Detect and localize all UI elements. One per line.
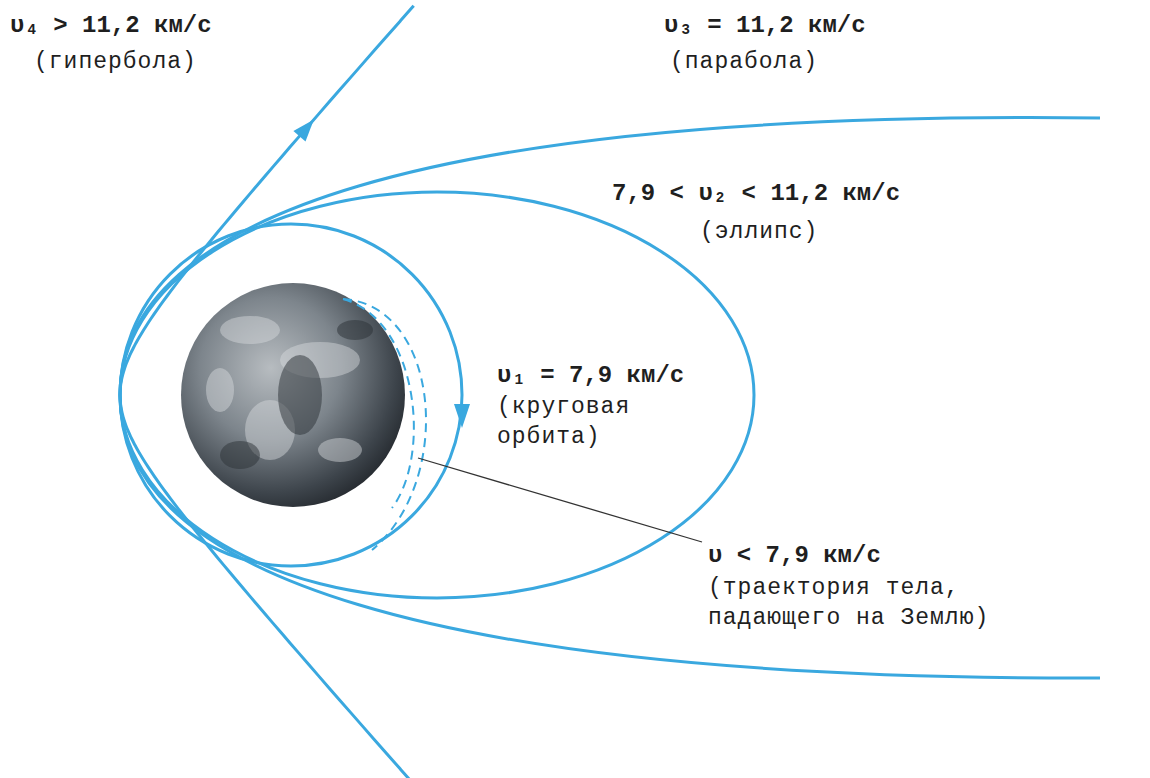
speed-label: υ₁ = 7,9 км/с (497, 360, 684, 391)
trajectory-lines (120, 6, 1100, 778)
trajectory-name: (гипербола) (34, 48, 197, 78)
speed-label: υ < 7,9 км/с (708, 540, 881, 571)
speed-label: 7,9 < υ₂ < 11,2 км/с (612, 178, 900, 209)
elliptic-orbit (120, 192, 754, 598)
trajectory-name: (траектория тела, падающего на Землю) (708, 574, 1048, 634)
arrow-head (293, 120, 314, 142)
arrow-head (454, 404, 470, 428)
trajectory-name: (эллипс) (700, 218, 818, 248)
speed-label: υ₄ > 11,2 км/с (10, 10, 212, 41)
falling-path (343, 299, 426, 550)
trajectory-name: (парабола) (670, 48, 818, 78)
parabolic-path (120, 118, 1100, 678)
earth-globe (181, 283, 405, 507)
circular-orbit (120, 224, 462, 566)
leader-line (418, 458, 702, 542)
trajectory-name: (круговая орбита) (497, 393, 687, 453)
hyperbolic-path (120, 6, 414, 778)
falling-path (343, 299, 414, 508)
speed-label: υ₃ = 11,2 км/с (664, 10, 866, 41)
